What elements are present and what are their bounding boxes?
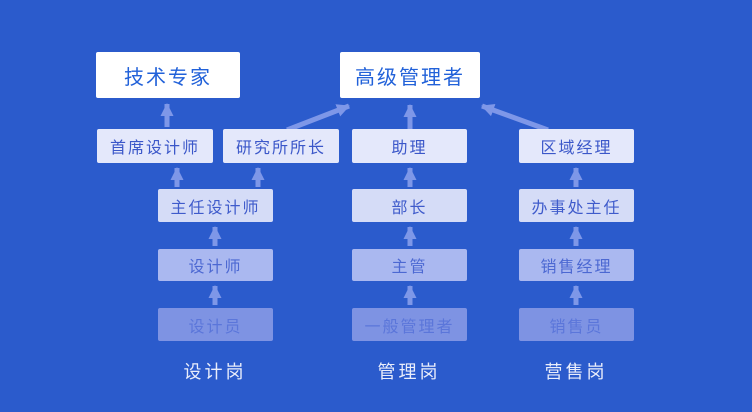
node-general-manager: 一般管理者	[352, 308, 467, 341]
node-minister: 部长	[352, 189, 467, 222]
column-label-sales: 营售岗	[544, 362, 608, 382]
node-salesperson: 销售员	[519, 308, 634, 341]
node-regional-manager: 区域经理	[519, 129, 634, 163]
node-institute-director: 研究所所长	[223, 129, 339, 163]
node-sales-manager: 销售经理	[519, 249, 634, 281]
node-tech-expert: 技术专家	[96, 52, 240, 98]
column-label-design: 设计岗	[183, 362, 247, 382]
node-director-designer: 主任设计师	[158, 189, 273, 222]
node-junior-designer: 设计员	[158, 308, 273, 341]
column-label-management: 管理岗	[377, 362, 441, 382]
node-supervisor: 主管	[352, 249, 467, 281]
node-senior-manager: 高级管理者	[340, 52, 480, 98]
node-assistant: 助理	[352, 129, 467, 163]
node-chief-designer: 首席设计师	[97, 129, 213, 163]
node-designer: 设计师	[158, 249, 273, 281]
node-office-director: 办事处主任	[519, 189, 634, 222]
